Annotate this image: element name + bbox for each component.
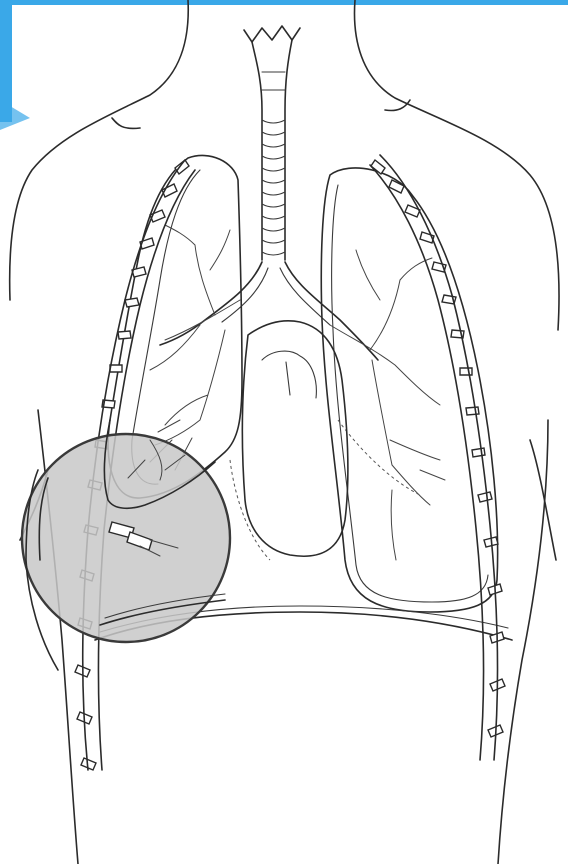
heart bbox=[230, 321, 348, 560]
trachea bbox=[160, 26, 378, 360]
highlight-circle bbox=[22, 420, 230, 670]
left-lung bbox=[321, 168, 497, 612]
tracheal-rings bbox=[262, 120, 285, 255]
